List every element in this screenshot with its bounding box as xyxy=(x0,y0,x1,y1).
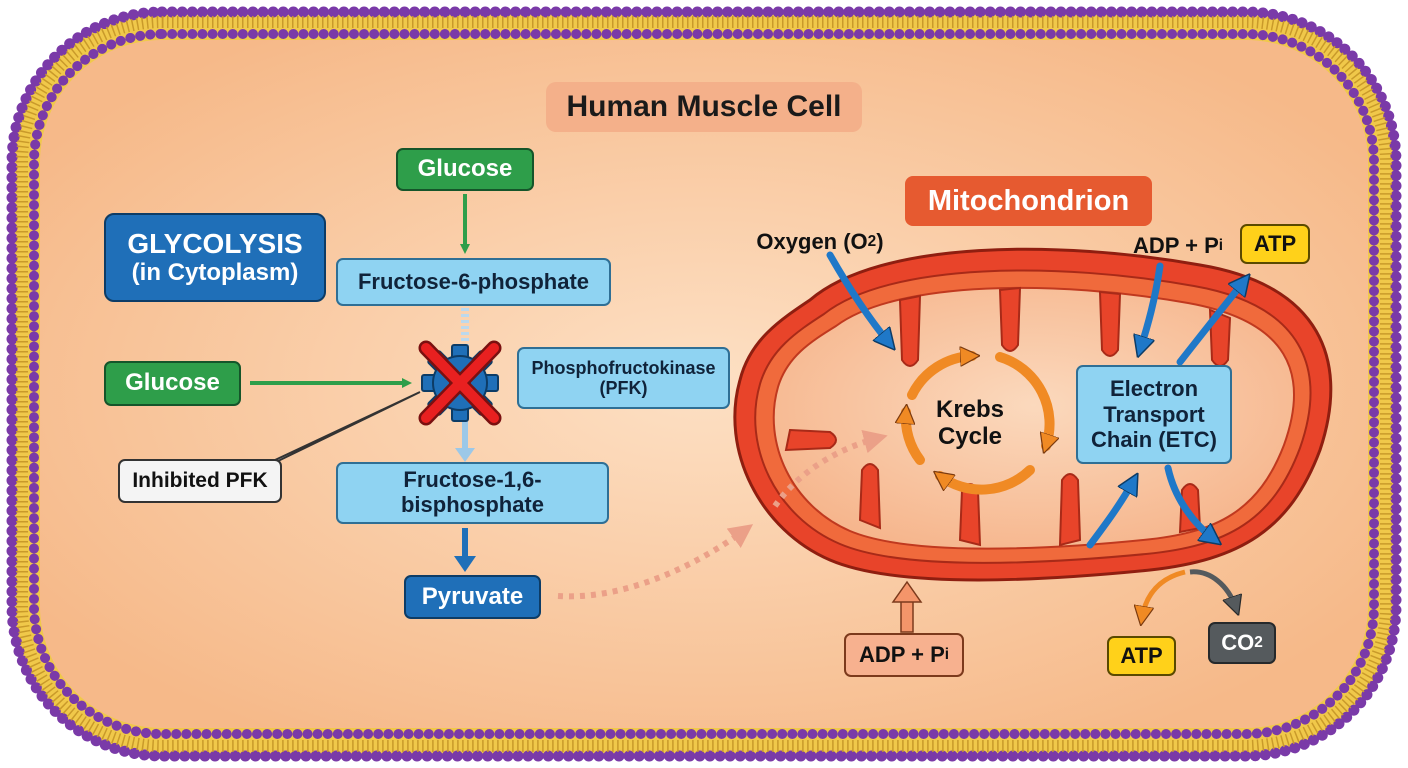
fructose-6-phosphate-label: Fructose-6-phosphate xyxy=(336,258,611,306)
etc-line3: Chain (ETC) xyxy=(1091,427,1217,453)
f16bp-line1: Fructose-1,6- xyxy=(403,467,542,493)
adp-top-text: ADP + P xyxy=(1132,232,1219,258)
atp-bottom-text: ATP xyxy=(1120,642,1163,668)
krebs-cycle-label: Krebs Cycle xyxy=(920,390,1020,458)
glycolysis-green-arrows xyxy=(250,194,470,388)
fructose-6-phosphate-text: Fructose-6-phosphate xyxy=(357,268,590,294)
pyruvate-text: Pyruvate xyxy=(421,582,524,610)
pathway-blocked-arrows xyxy=(454,308,476,572)
glycolysis-line1: GLYCOLYSIS xyxy=(127,228,303,260)
etc-line2: Transport xyxy=(1103,401,1205,427)
adp-bottom-subscript: i xyxy=(944,646,950,664)
glycolysis-line2: (in Cytoplasm) xyxy=(131,258,299,286)
adp-bottom-text: ADP + P xyxy=(858,641,945,667)
pfk-line1: Phosphofructokinase xyxy=(531,357,716,378)
mitochondrion-title: Mitochondrion xyxy=(905,176,1152,226)
glucose-top-text: Glucose xyxy=(417,155,513,183)
atp-bottom-label: ATP xyxy=(1107,636,1176,676)
atp-top-text: ATP xyxy=(1253,230,1297,256)
pfk-label: Phosphofructokinase (PFK) xyxy=(517,347,730,409)
mitochondrion-title-text: Mitochondrion xyxy=(927,184,1130,217)
atp-top-label: ATP xyxy=(1240,224,1310,264)
oxygen-subscript: 2 xyxy=(867,233,877,251)
krebs-cycle-arrows xyxy=(906,356,1050,495)
etc-label: Electron Transport Chain (ETC) xyxy=(1076,365,1232,464)
co2-subscript: 2 xyxy=(1254,634,1263,652)
cell-title: Human Muscle Cell xyxy=(546,82,862,132)
oxygen-text: Oxygen (O xyxy=(756,228,868,254)
krebs-line1: Krebs xyxy=(935,396,1005,424)
glucose-side-text: Glucose xyxy=(125,369,220,397)
mitochondrion xyxy=(733,247,1333,582)
adp-up-arrow xyxy=(891,580,923,633)
pyruvate-transport-arrow xyxy=(557,524,754,600)
pfk-line2: (PFK) xyxy=(599,378,648,398)
adp-top-subscript: i xyxy=(1218,237,1224,255)
glucose-side-label: Glucose xyxy=(104,361,241,406)
krebs-line2: Cycle xyxy=(937,423,1003,450)
glucose-top-label: Glucose xyxy=(396,148,534,191)
co2-text: CO xyxy=(1221,629,1255,655)
glycolysis-label: GLYCOLYSIS (in Cytoplasm) xyxy=(104,213,326,302)
fructose-1-6-bisphosphate-label: Fructose-1,6- bisphosphate xyxy=(336,462,609,524)
co2-output-arrow xyxy=(1189,569,1236,608)
atp-output-arrow xyxy=(1142,569,1186,618)
cell-title-text: Human Muscle Cell xyxy=(566,90,842,124)
f16bp-line2: bisphosphate xyxy=(400,492,544,517)
oxygen-close: ) xyxy=(876,228,884,254)
pyruvate-to-krebs-arrow xyxy=(772,429,888,508)
pyruvate-label: Pyruvate xyxy=(404,575,541,619)
mito-blue-arrows xyxy=(826,251,1245,549)
inhibited-pfk-label: Inhibited PFK xyxy=(118,459,282,503)
etc-line1: Electron xyxy=(1109,375,1199,401)
inhibited-pfk-text: Inhibited PFK xyxy=(132,469,268,493)
inhibition-x-icon xyxy=(418,340,502,426)
